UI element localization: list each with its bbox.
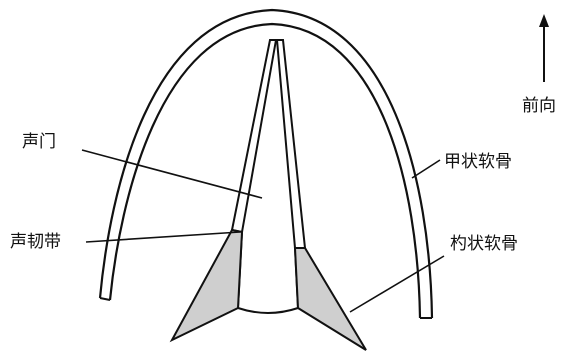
anterior-arrow-head <box>539 14 549 27</box>
arytenoid-cartilage-label: 杓状软骨 <box>450 234 518 254</box>
arytenoid-cartilage-leader-line <box>349 255 445 313</box>
right-vocal-fold <box>275 39 307 249</box>
anterior-direction-label: 前向 <box>522 96 556 116</box>
vocal-cord-leader-line <box>85 231 241 243</box>
thyroid-cartilage-leader-line <box>411 159 441 179</box>
glottis-leader-line <box>81 149 263 199</box>
thyroid-cartilage-end-left <box>99 297 111 301</box>
right-arytenoid-cartilage <box>293 247 367 351</box>
glottis-label: 声门 <box>22 132 56 152</box>
thyroid-cartilage-label: 甲状软骨 <box>444 152 512 172</box>
left-arytenoid-cartilage <box>169 228 244 343</box>
glottis-base <box>237 307 299 314</box>
thyroid-cartilage-outer <box>98 8 434 319</box>
left-vocal-fold <box>230 39 278 234</box>
thyroid-cartilage-inner <box>108 22 422 319</box>
vocal-cord-label: 声韧带 <box>10 232 61 252</box>
